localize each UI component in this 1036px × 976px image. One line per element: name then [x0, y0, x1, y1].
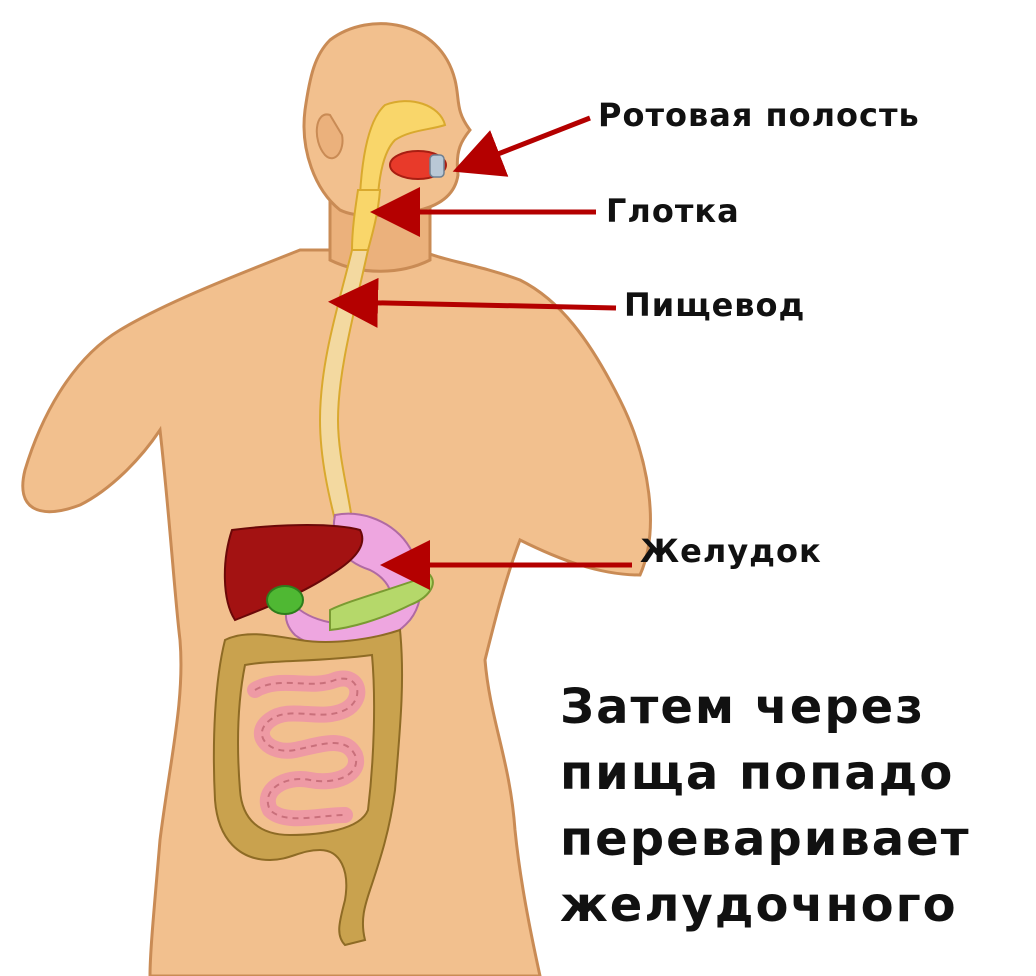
caption-line-3: переваривает	[560, 806, 1036, 872]
label-pharynx: Глотка	[606, 192, 740, 230]
arrow-mouth	[462, 118, 590, 168]
caption-text: Затем через пища попадо переваривает жел…	[560, 674, 1036, 976]
caption-line-2: пища попадо	[560, 740, 1036, 806]
gallbladder	[267, 586, 303, 614]
caption-line-1: Затем через	[560, 674, 1036, 740]
teeth	[430, 155, 444, 177]
label-stomach: Желудок	[640, 532, 822, 570]
caption-line-4: желудочного	[560, 872, 1036, 938]
label-mouth: Ротовая полость	[598, 96, 920, 134]
label-esophagus: Пищевод	[624, 286, 805, 324]
